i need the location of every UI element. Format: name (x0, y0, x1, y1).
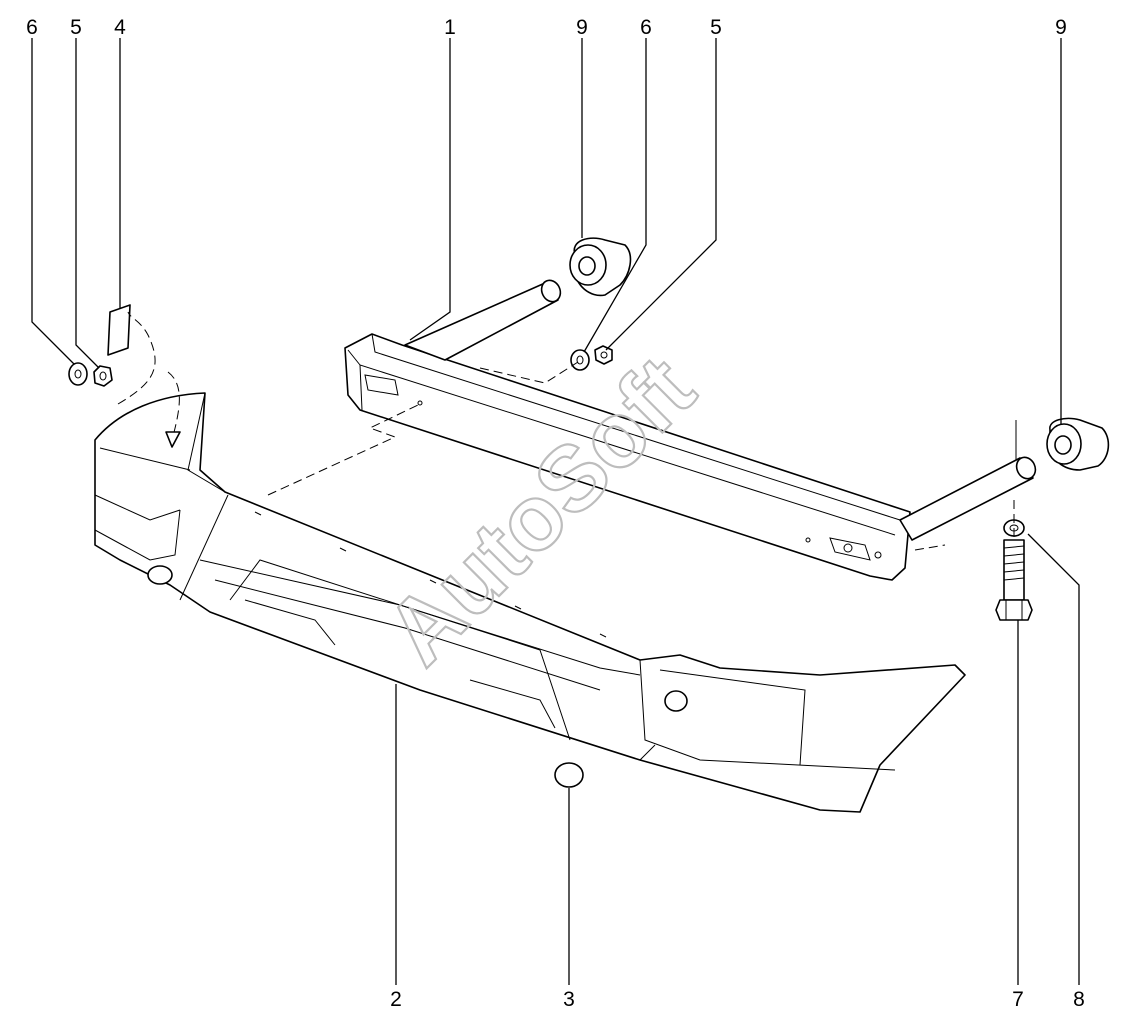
bumper-beam (344, 333, 911, 581)
nut-left (93, 365, 113, 387)
nut-center (594, 345, 613, 365)
assembly-lines (117, 311, 1015, 551)
right-tube (899, 420, 1037, 541)
callout-6-left: 6 (26, 16, 38, 39)
callout-3: 3 (563, 988, 575, 1011)
label-plate (107, 304, 131, 356)
callout-8: 8 (1073, 988, 1085, 1011)
callout-2: 2 (390, 988, 402, 1011)
callout-7: 7 (1012, 988, 1024, 1011)
callout-4: 4 (114, 16, 126, 39)
callout-1: 1 (444, 16, 456, 39)
washer-left (68, 362, 88, 386)
bolt (995, 539, 1033, 621)
left-tube (404, 279, 562, 361)
callout-5-left: 5 (70, 16, 82, 39)
callout-5-center: 5 (710, 16, 722, 39)
callout-labels: 6 5 4 1 9 6 5 9 2 3 7 8 (26, 16, 1085, 1011)
plug (554, 762, 584, 788)
leader-lines (31, 38, 1080, 985)
callout-6-center: 6 (640, 16, 652, 39)
bushing-left (569, 237, 632, 297)
washer-center (570, 349, 590, 371)
callout-9-left: 9 (576, 16, 588, 39)
bumper-cover (94, 392, 966, 813)
bushing-right (1046, 417, 1110, 471)
callout-9-right: 9 (1055, 16, 1067, 39)
